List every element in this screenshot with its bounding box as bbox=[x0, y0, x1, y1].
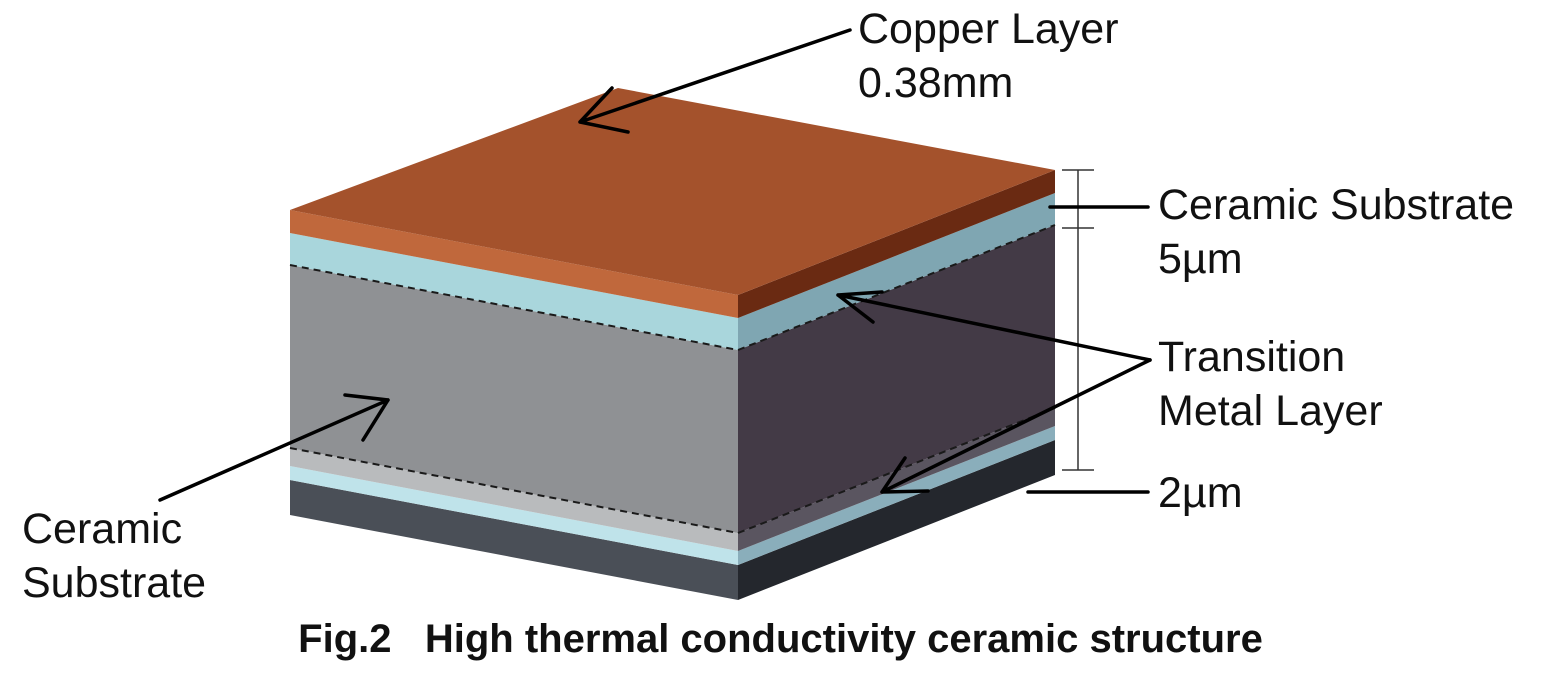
copper-layer-front bbox=[290, 210, 738, 318]
copper-leader-arrow bbox=[578, 28, 852, 134]
copper-layer-thickness: 0.38mm bbox=[858, 59, 1014, 107]
ceramic-body-front bbox=[290, 265, 738, 533]
ceramic-left-leader-arrow bbox=[158, 393, 390, 502]
ceramic-substrate-left-label: Ceramic Substrate bbox=[22, 502, 206, 610]
copper-layer-label-line1: Copper Layer bbox=[858, 5, 1119, 53]
ceramic-substrate-thickness: 5µm bbox=[1158, 235, 1243, 283]
upper-transition-side bbox=[738, 193, 1055, 350]
lower-grey-side bbox=[738, 408, 1055, 551]
transition-metal-layer-line1: Transition bbox=[1158, 333, 1346, 381]
base-layer-side bbox=[738, 440, 1055, 600]
transition-upper-leader-arrow bbox=[836, 290, 1152, 362]
base-layer-front bbox=[290, 480, 738, 600]
lower-grey-front bbox=[290, 448, 738, 551]
transition-metal-layer-label: Transition Metal Layer bbox=[1158, 330, 1383, 438]
upper-transition-front bbox=[290, 233, 738, 350]
copper-layer-top bbox=[290, 88, 1055, 295]
ceramic-body-side bbox=[738, 225, 1055, 533]
thickness-2um-label: 2µm bbox=[1158, 469, 1243, 517]
ceramic-substrate-right-line1: Ceramic Substrate bbox=[1158, 181, 1515, 229]
lower-transition-front bbox=[290, 466, 738, 565]
transition-metal-layer-line2: Metal Layer bbox=[1158, 387, 1383, 435]
transition-lower-leader-arrow bbox=[880, 358, 1152, 494]
ceramic-substrate-right-label: Ceramic Substrate 5µm bbox=[1158, 178, 1514, 286]
ceramic-substrate-left-line2: Substrate bbox=[22, 559, 207, 607]
lower-transition-side bbox=[738, 426, 1055, 565]
figure-caption: Fig.2 High thermal conductivity ceramic … bbox=[298, 617, 1263, 661]
copper-layer-side bbox=[738, 170, 1055, 318]
copper-layer-label: Copper Layer 0.38mm bbox=[858, 2, 1119, 110]
ceramic-substrate-left-line1: Ceramic bbox=[22, 505, 183, 553]
